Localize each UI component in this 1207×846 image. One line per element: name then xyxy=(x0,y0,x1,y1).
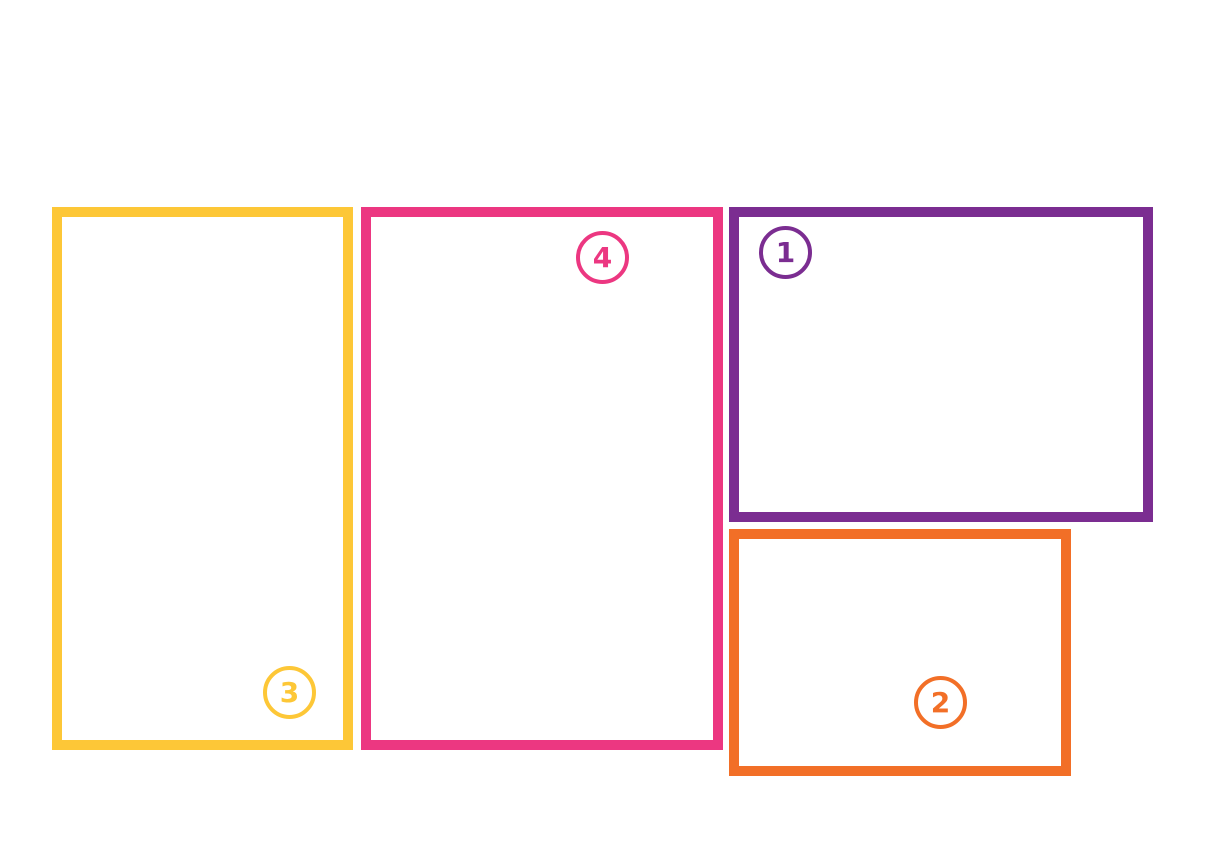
frame-1 xyxy=(729,207,1153,522)
frame-3-number-badge: 3 xyxy=(263,666,316,719)
frame-4-number-badge: 4 xyxy=(576,231,629,284)
frame-4 xyxy=(361,207,723,750)
frame-2-number-badge: 2 xyxy=(914,676,967,729)
frame-2 xyxy=(729,529,1071,776)
frame-1-number-badge: 1 xyxy=(759,226,812,279)
frame-3 xyxy=(52,207,353,750)
